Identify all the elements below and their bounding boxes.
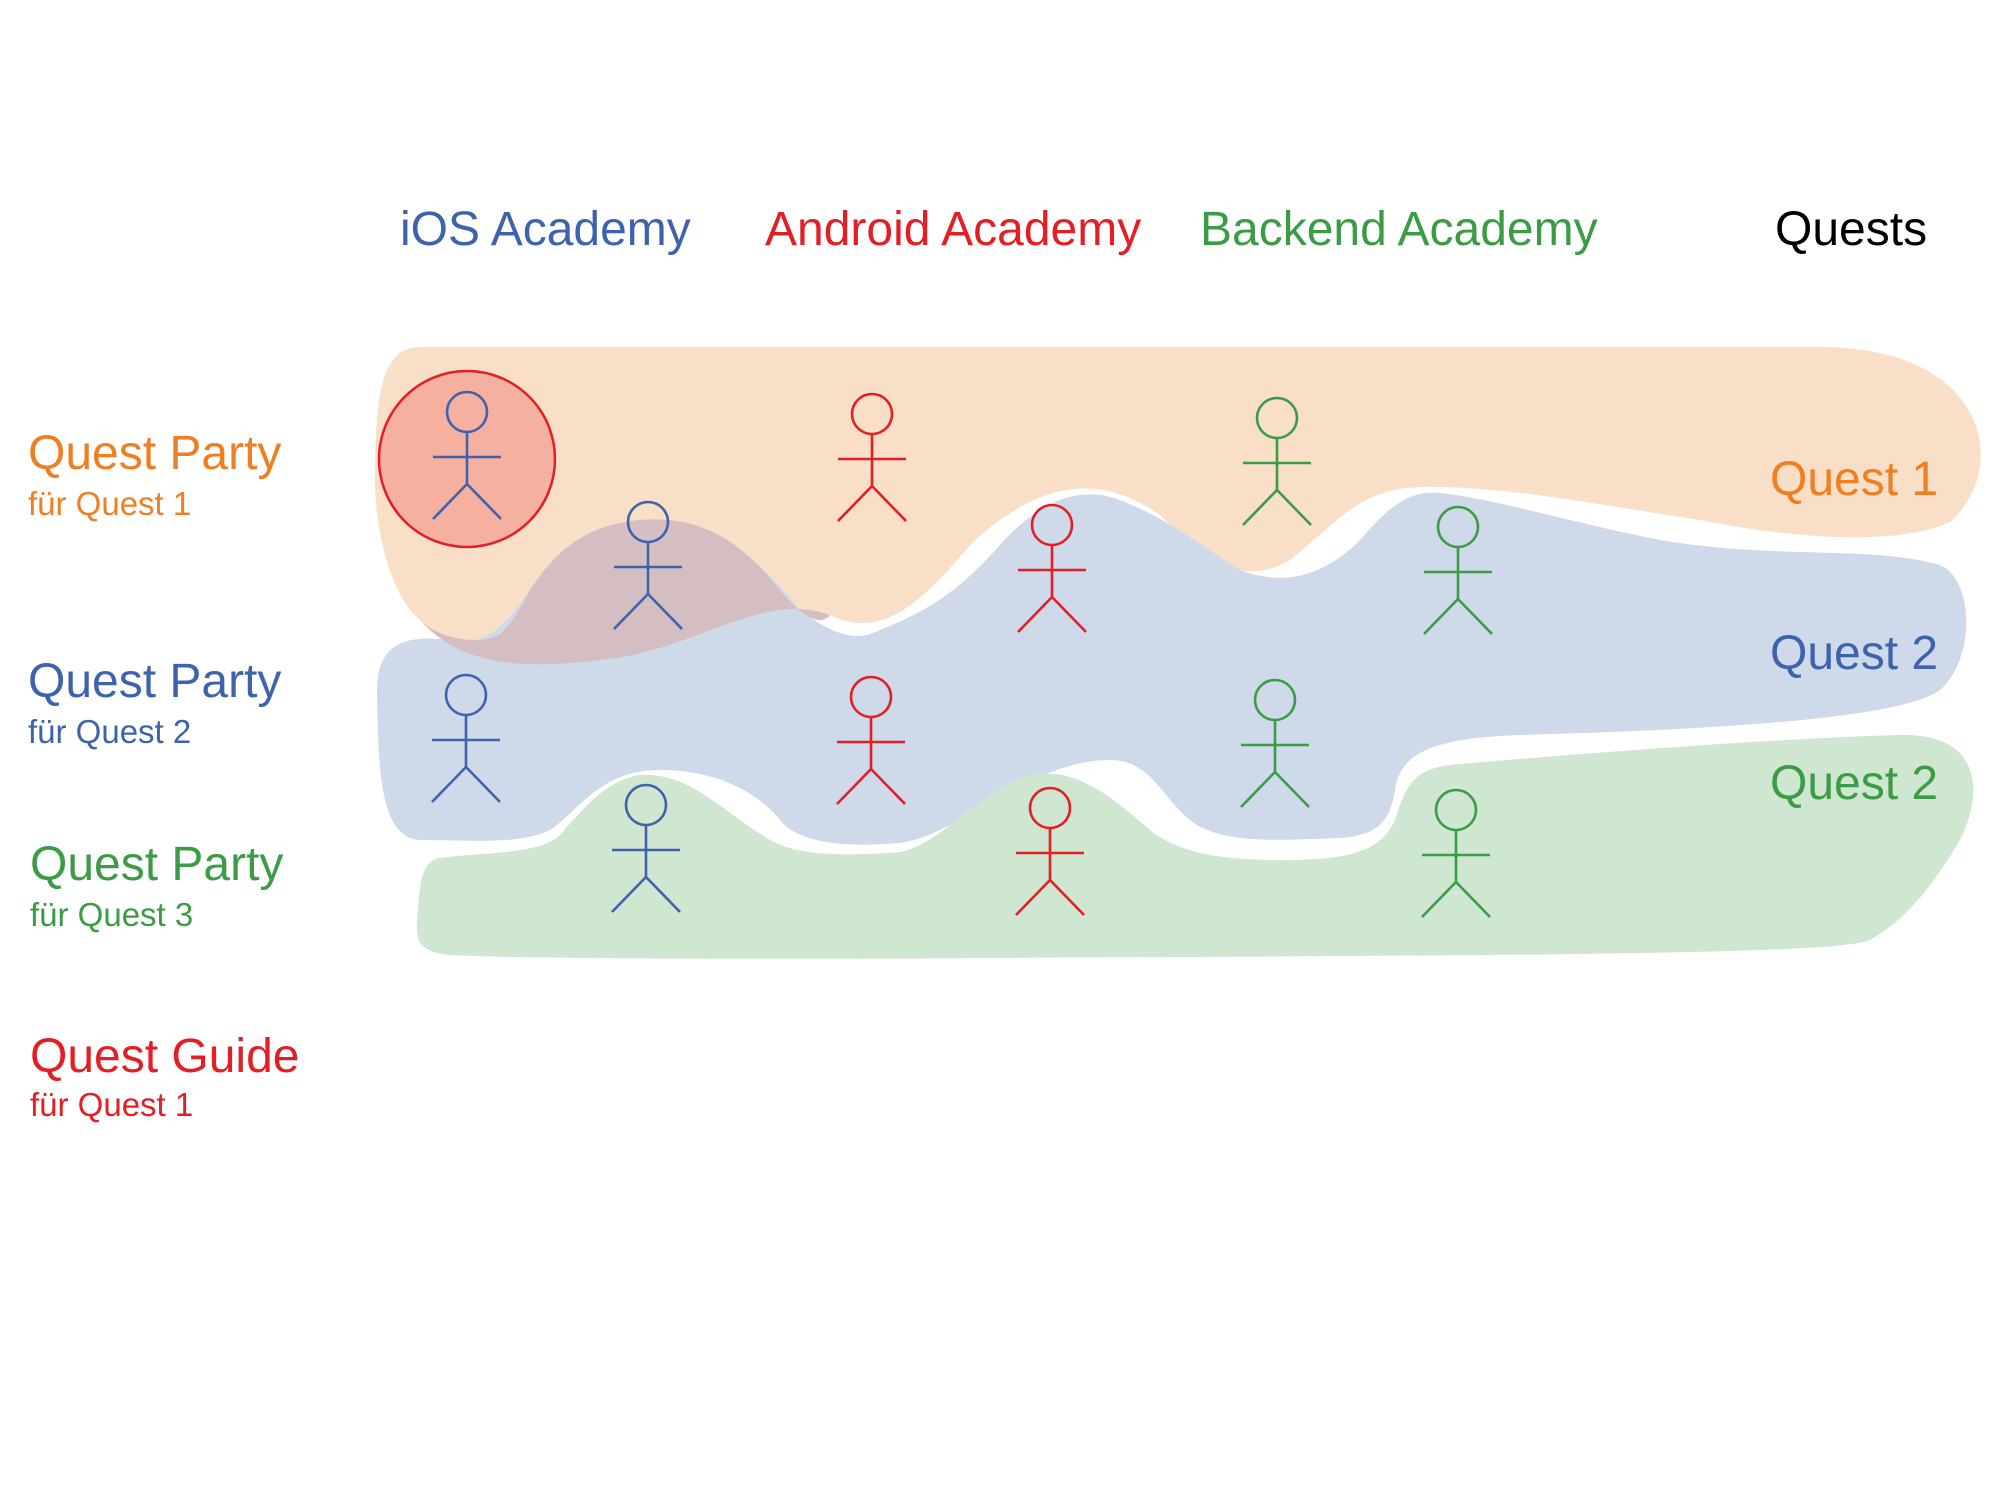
quest-2-label: Quest 2 (1770, 627, 1939, 680)
person-icon-ios-quest-3 (611, 783, 681, 913)
band-overlap (420, 519, 830, 665)
legend-party-2-sub: für Quest 2 (28, 713, 192, 750)
person-icon-backend-quest-3 (1421, 788, 1491, 918)
person-icon-android-quest-2 (836, 675, 906, 805)
person-icon-backend-quest-2 (1423, 505, 1493, 635)
header-quests: Quests (1775, 203, 1928, 256)
header-android-academy: Android Academy (765, 203, 1142, 256)
person-icon-ios-quest-2 (431, 673, 501, 803)
legend-party-1-title: Quest Party (28, 427, 282, 480)
legend-party-3-sub: für Quest 3 (30, 896, 194, 933)
person-icon-backend-quest-2 (1240, 678, 1310, 808)
person-icon-ios-quest-1 (613, 500, 683, 630)
quest-2-band (377, 492, 1967, 845)
quest-3-band (416, 734, 1974, 959)
legend-guide-title: Quest Guide (30, 1030, 300, 1083)
quest-3-label: Quest 2 (1770, 757, 1939, 810)
quest-1-label: Quest 1 (1770, 453, 1939, 506)
legend-party-1-sub: für Quest 1 (28, 485, 192, 522)
person-icon-android-quest-1 (837, 392, 907, 522)
person-icon-android-quest-2 (1017, 503, 1087, 633)
person-icon-ios-quest-1 (432, 390, 502, 520)
legend-guide-sub: für Quest 1 (30, 1086, 194, 1123)
person-icon-backend-quest-1 (1242, 396, 1312, 526)
legend-party-3-title: Quest Party (30, 838, 284, 891)
legend-party-2-title: Quest Party (28, 655, 282, 708)
header-ios-academy: iOS Academy (400, 203, 691, 256)
person-icon-android-quest-3 (1015, 786, 1085, 916)
header-backend-academy: Backend Academy (1200, 203, 1598, 256)
